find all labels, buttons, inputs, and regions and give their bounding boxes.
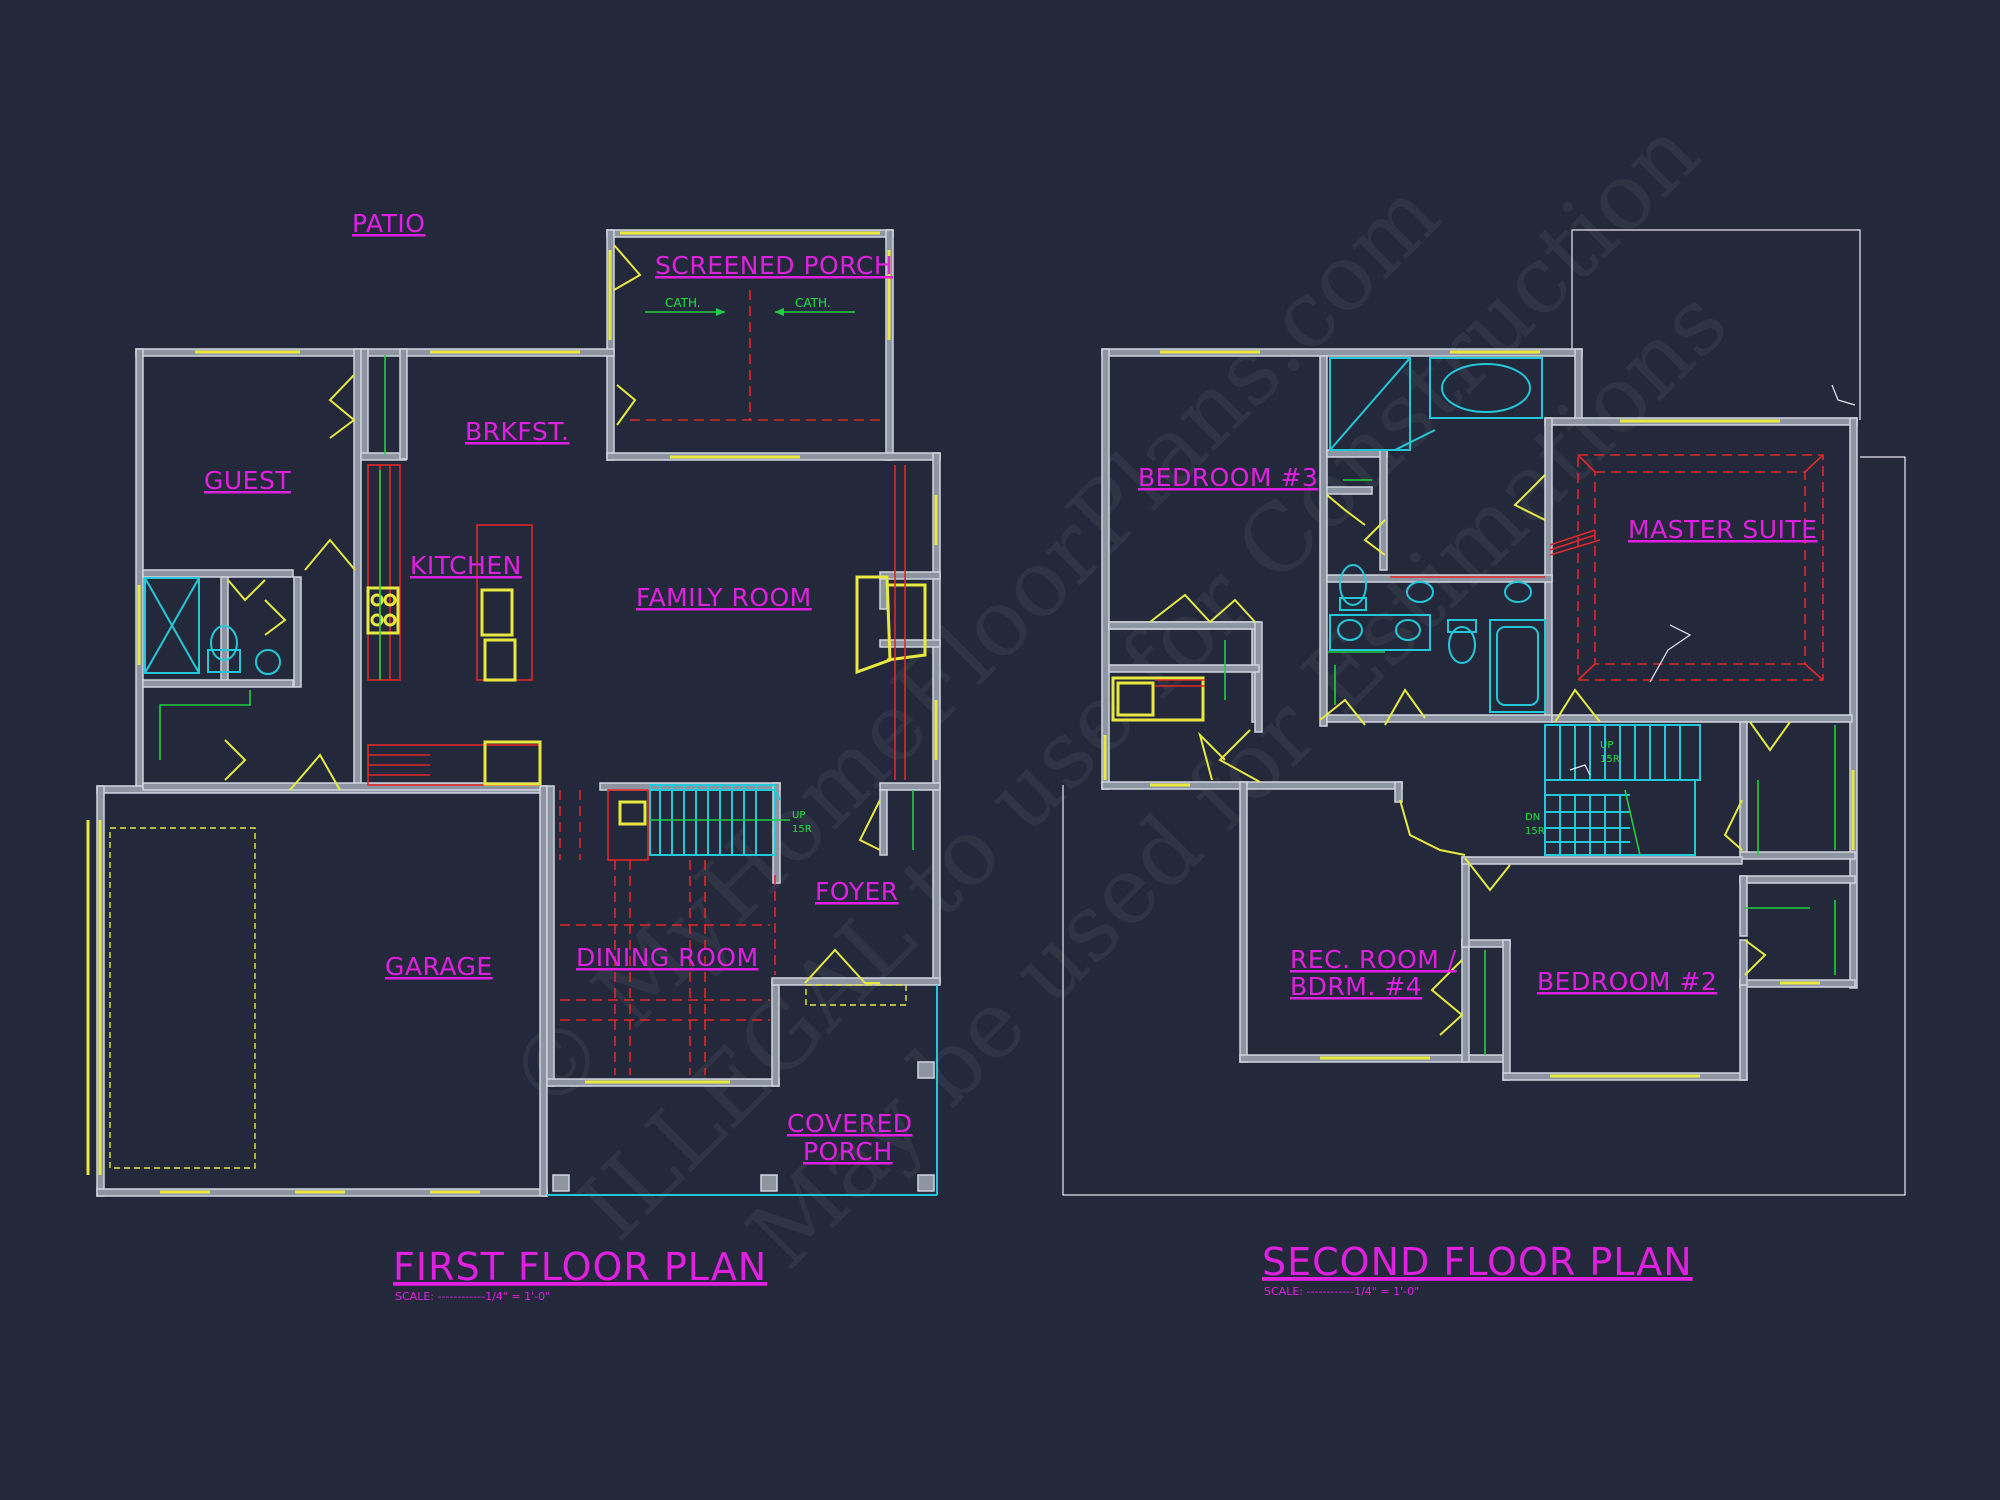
label-patio: PATIO bbox=[352, 209, 425, 238]
label-garage: GARAGE bbox=[385, 952, 493, 981]
label-brkfst: BRKFST. bbox=[465, 417, 569, 446]
label-porch: PORCH bbox=[803, 1137, 893, 1166]
master-tray-ceiling bbox=[1549, 454, 1824, 683]
label-stair-risers: 15R bbox=[792, 824, 812, 835]
second-floor-doors bbox=[1111, 474, 1791, 1036]
first-floor-doors bbox=[109, 244, 907, 1169]
first-floor-plan: PATIO SCREENED PORCH CATH. CATH. BRKFST.… bbox=[86, 209, 941, 1303]
label-foyer: FOYER bbox=[815, 877, 899, 906]
guest-bath-fixtures bbox=[144, 355, 386, 760]
label-stair-risers-2: 15R bbox=[1600, 754, 1620, 765]
second-floor-windows bbox=[1103, 350, 1855, 1078]
kitchen-cabinetry bbox=[366, 464, 542, 786]
label-master-suite: MASTER SUITE bbox=[1628, 515, 1818, 544]
scale-second-floor: SCALE: ------------1/4" = 1'-0" bbox=[1264, 1285, 1419, 1298]
second-floor-labels: BEDROOM #3 MASTER SUITE REC. ROOM / BDRM… bbox=[1138, 463, 1818, 1298]
label-screened-porch: SCREENED PORCH bbox=[655, 251, 893, 280]
title-first-floor: FIRST FLOOR PLAN bbox=[393, 1245, 767, 1289]
second-floor-stairs bbox=[1224, 640, 1836, 1055]
scale-first-floor: SCALE: ------------1/4" = 1'-0" bbox=[395, 1290, 550, 1303]
label-rec-room: REC. ROOM / bbox=[1290, 945, 1457, 974]
master-bath-fixtures bbox=[1328, 357, 1546, 713]
first-floor-windows bbox=[86, 231, 938, 1194]
label-bdrm-4: BDRM. #4 bbox=[1290, 972, 1422, 1001]
label-stair-dn: DN bbox=[1525, 812, 1540, 823]
label-stair-up: UP bbox=[792, 810, 805, 821]
second-floor-plan: BEDROOM #3 MASTER SUITE REC. ROOM / BDRM… bbox=[1062, 229, 1906, 1298]
first-floor-labels: PATIO SCREENED PORCH CATH. CATH. BRKFST.… bbox=[204, 209, 913, 1303]
label-bedroom-2: BEDROOM #2 bbox=[1537, 967, 1717, 996]
label-guest: GUEST bbox=[204, 466, 291, 495]
label-kitchen: KITCHEN bbox=[410, 551, 522, 580]
label-family-room: FAMILY ROOM bbox=[636, 583, 812, 612]
roof-outline bbox=[1062, 229, 1906, 1196]
label-dining-room: DINING ROOM bbox=[576, 943, 759, 972]
label-stair-up-2: UP bbox=[1600, 740, 1613, 751]
first-floor-details bbox=[379, 290, 938, 1196]
label-cath-left: CATH. bbox=[665, 296, 701, 310]
label-stair-risers-dn: 15R bbox=[1525, 826, 1545, 837]
label-cath-right: CATH. bbox=[795, 296, 831, 310]
label-covered: COVERED bbox=[787, 1109, 913, 1138]
title-second-floor: SECOND FLOOR PLAN bbox=[1262, 1240, 1693, 1284]
label-bedroom-3: BEDROOM #3 bbox=[1138, 463, 1318, 492]
